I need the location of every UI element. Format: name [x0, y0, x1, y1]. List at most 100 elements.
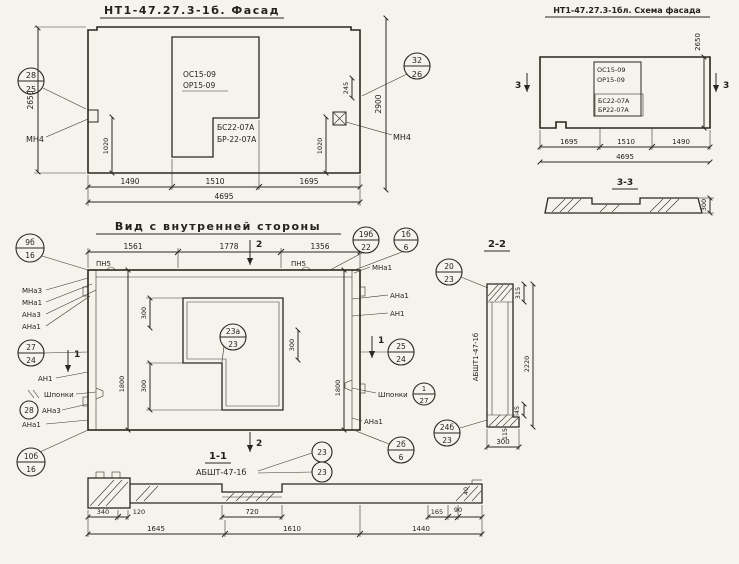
section-2-2-dim-top: 315: [514, 287, 522, 299]
facade-window-opening: [171, 36, 260, 158]
callout-9b-bottom: 16: [25, 251, 35, 260]
inner-labels-left: МНа3 МНа1 АНа3 АНа1: [22, 277, 97, 331]
scheme-profile-3-3: 3-3 300: [544, 178, 714, 216]
section-1-1-dim-c: 720: [245, 508, 258, 516]
label-keys-left: Шпонки: [44, 391, 74, 399]
facade-dim-anchor-right: 1020: [316, 138, 324, 155]
profile-3-3-thickness: 300: [700, 199, 708, 211]
inner-lifting-mark-2: ПН5: [291, 260, 306, 268]
inner-dim-300r: 300: [288, 339, 296, 351]
inner-callout-27: 27 24: [17, 339, 89, 367]
inner-section1-mark-left: 1: [64, 350, 80, 372]
inner-callout-2b: 2б 6: [355, 430, 415, 464]
scheme-title: НТ1-47.27.3-1бл. Схема фасада: [553, 5, 701, 15]
key-notch-right: [344, 379, 353, 392]
label-ana1-bottom-right: АНа1: [364, 418, 383, 426]
section-1-1-dim-d: 165: [431, 508, 443, 516]
scheme-section3-left-label: 3: [515, 81, 521, 91]
scheme-window-mark-1: ОС15-09: [597, 66, 626, 74]
facade-block-mark-1: БС22-07А: [217, 123, 255, 132]
scheme-section3-right-label: 3: [723, 81, 729, 91]
section-1-1-leader-a: [257, 452, 313, 472]
section-1-1-dim-b: 120: [133, 508, 145, 516]
inner-callout-19b: 19б 22: [329, 226, 380, 271]
facade-dim-seg2: 1510: [205, 177, 224, 186]
section-2-2: 2-2 20 23 АБШТ1-47-1б 315 2220 45 115 30…: [433, 239, 536, 450]
inner-callout-25: 25 24: [360, 338, 415, 366]
section-2-2-dim-foot: 115: [502, 428, 509, 440]
section-1-1-strip: [130, 483, 483, 504]
inner-dim-300b: 300: [140, 380, 148, 392]
inner-view: Вид с внутренней стороны 1561 1778 1356 …: [15, 220, 436, 477]
inner-top-dimensions: 1561 1778 1356: [85, 242, 363, 268]
section-1-1-dim-f: 40: [463, 487, 470, 495]
key-notch-left: [95, 387, 104, 400]
inner-dim-seg2: 1778: [219, 242, 238, 251]
facade-dimensions: 1490 1510 1695 4695 2650 2900 245 1020 1…: [26, 15, 389, 206]
section-1-1-dimensions: 40 340 120 720 165 90 1645 1610 1440: [85, 487, 485, 538]
callout-23a-top: 23а: [226, 327, 240, 336]
callout-28-label: 28: [24, 406, 34, 415]
section-2-2-callout-bottom: 24б 23: [433, 419, 488, 447]
section1-right-label: 1: [378, 336, 384, 346]
facade-anchor-left-leader: [45, 118, 89, 138]
section-1-1-leader-b: [257, 471, 314, 474]
facade-anchor-left-marker: [87, 109, 99, 123]
facade-title: НТ1-47.27.3-1б. Фасад: [104, 4, 280, 17]
scheme-dim-height: 2650: [694, 33, 702, 51]
scheme-dim-seg1: 1695: [560, 138, 578, 146]
scheme-section3-mark-left: 3: [515, 73, 531, 92]
scheme-block-mark-1: БС22-07А: [598, 98, 630, 105]
facade-panel-outline: [87, 26, 361, 174]
inner-opening-outline: [182, 297, 284, 411]
callout-25-bottom: 24: [396, 355, 406, 364]
callout-10b-bottom: 16: [26, 465, 36, 474]
facade-window-mark-1: ОС15-09: [183, 70, 216, 79]
section-2-2-dim-width: 300: [496, 438, 509, 446]
facade-view: НТ1-47.27.3-1б. Фасад ОС15-09 ОР15-09 БС…: [17, 4, 431, 206]
callout-23-a: 23: [317, 448, 327, 457]
section-2-2-outline: [486, 283, 520, 428]
profile-3-3-hatch: [551, 198, 680, 213]
facade-dim-height-right: 2900: [374, 94, 383, 113]
section-2-2-dim-lip: 45: [514, 406, 521, 414]
scheme-view: НТ1-47.27.3-1бл. Схема фасада ОС15-09 ОР…: [515, 5, 729, 216]
scheme-panel-outline: [539, 56, 711, 129]
callout-27-top: 27: [26, 343, 36, 352]
section-1-1-label: АБШТ-47-1б: [196, 468, 246, 477]
label-ana1-bottom-right-leader: [351, 417, 363, 422]
inner-callout-23a: 23а 23: [219, 323, 247, 363]
section-1-1-callout-a: 23: [311, 441, 333, 463]
section2-bottom-label: 2: [256, 439, 262, 449]
inner-keys-left-note: Шпонки: [27, 389, 97, 399]
section-1-1-dim-a: 340: [97, 508, 109, 516]
scheme-dim-total: 4695: [616, 153, 634, 161]
label-mna3: МНа3: [22, 287, 42, 295]
label-an1-left-leader: [55, 371, 89, 379]
section2-top-label: 2: [256, 240, 262, 250]
section-2-2-dimensions: 315 2220 45 115 300: [484, 281, 536, 450]
callout-1k-top: 1: [422, 385, 426, 393]
facade-anchor-left-label: МН4: [26, 135, 44, 144]
scheme-dimensions: 2650 1695 1510 1490 4695: [537, 33, 713, 165]
callout-23a-bottom: 23: [228, 340, 238, 349]
section-1-1-body: [87, 471, 483, 509]
profile-3-3-title: 3-3: [617, 178, 633, 188]
inner-section2-mark-bottom: 2: [246, 432, 262, 452]
profile-3-3-outline: [544, 197, 703, 214]
callout-10b-top: 10б: [24, 452, 39, 461]
section-1-1: 1-1 АБШТ-47-1б 23 23: [85, 441, 485, 538]
inner-edge-tabs: [82, 286, 366, 407]
callout-19b-bottom: 22: [361, 243, 371, 252]
facade-block-mark-2: БР-22-07А: [217, 135, 257, 144]
callout-24b-top: 24б: [440, 423, 455, 432]
facade-anchor-right-label: МН4: [393, 133, 411, 142]
facade-callout-left-bottom: 25: [26, 85, 36, 94]
callout-25-top: 25: [396, 342, 406, 351]
callout-27-bottom: 24: [26, 356, 36, 365]
section-1-1-dim-w2: 1610: [283, 525, 301, 533]
inner-labels-right: МНа1 АНа1 АН1: [351, 264, 409, 318]
facade-window-mark-2: ОР15-09: [183, 81, 215, 90]
